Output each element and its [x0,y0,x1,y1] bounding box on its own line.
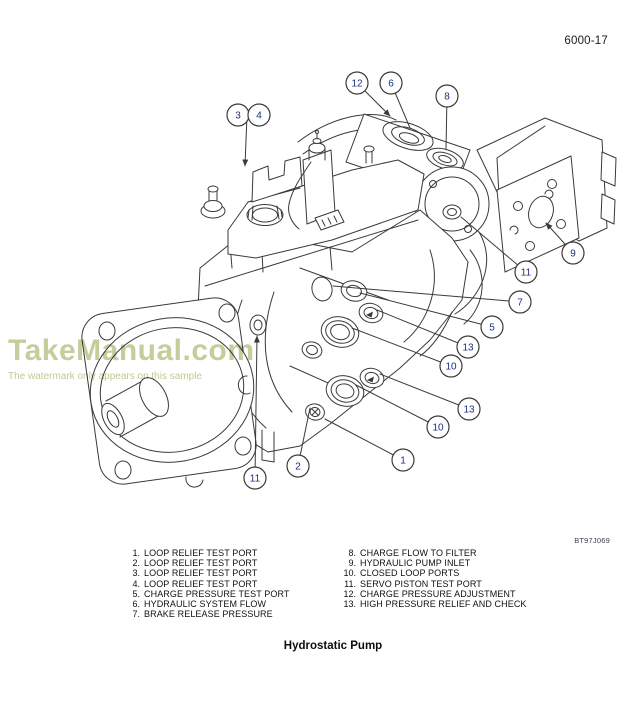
legend-column-left: 1.LOOP RELIEF TEST PORT 2.LOOP RELIEF TE… [118,548,290,619]
legend-item: 13.HIGH PRESSURE RELIEF AND CHECK [343,599,527,610]
legend-item: 8.CHARGE FLOW TO FILTER [348,548,477,558]
callout-13-upper: 13 [456,335,480,359]
svg-text:11: 11 [521,268,532,279]
callout-3: 3 [226,103,250,127]
legend-item: 10.CLOSED LOOP PORTS [343,568,460,579]
page-number: 6000-17 [564,35,608,47]
svg-text:7: 7 [517,298,523,309]
legend-item: 9.HYDRAULIC PUMP INLET [348,558,471,569]
callout-1: 1 [391,448,415,472]
svg-text:10: 10 [445,362,457,373]
legend-item: 5.CHARGE PRESSURE TEST PORT [132,588,290,599]
svg-text:13: 13 [462,343,474,354]
callout-9: 9 [561,241,585,265]
callout-8: 8 [435,84,459,108]
svg-text:3: 3 [235,111,241,122]
legend-item: 12.CHARGE PRESSURE ADJUSTMENT [343,588,516,599]
svg-text:9: 9 [570,249,576,260]
svg-text:2: 2 [295,462,301,473]
callout-12: 12 [345,71,369,95]
callout-4: 4 [247,103,271,127]
legend-item: 2.LOOP RELIEF TEST PORT [132,558,258,569]
callout-11-right: 11 [514,260,538,284]
callout-11-left: 11 [243,466,267,490]
callout-bubbles: 3 4 12 6 8 9 11 7 5 13 10 13 10 1 2 11 [226,71,585,490]
rear-gear-pump-section [476,117,617,273]
governor-cover-and-fittings [200,130,425,259]
legend-column-right: 8.CHARGE FLOW TO FILTER 9.HYDRAULIC PUMP… [334,548,527,609]
svg-text:8: 8 [444,92,450,103]
svg-text:13: 13 [463,405,475,416]
figure-code: BT97J069 [574,536,610,545]
legend-item: 1.LOOP RELIEF TEST PORT [132,548,258,558]
callout-13-lower: 13 [457,397,481,421]
svg-text:12: 12 [351,79,363,90]
callout-2: 2 [286,454,310,478]
callout-6: 6 [379,71,403,95]
svg-text:11: 11 [250,474,261,485]
callout-10-lower: 10 [426,415,450,439]
legend-item: 11.SERVO PISTON TEST PORT [344,578,482,589]
mounting-flange-and-shaft [81,297,257,488]
legend-item: 7.BRAKE RELEASE PRESSURE [132,609,273,620]
closed-loop-ports-cluster [249,276,385,421]
svg-text:10: 10 [432,423,444,434]
legend-item: 6.HYDRAULIC SYSTEM FLOW [132,599,267,610]
legend-item: 4.LOOP RELIEF TEST PORT [132,578,258,589]
svg-text:5: 5 [489,323,495,334]
callout-7: 7 [508,290,532,314]
svg-text:4: 4 [256,111,262,122]
svg-text:1: 1 [400,456,406,467]
svg-text:6: 6 [388,79,394,90]
callout-5: 5 [480,315,504,339]
figure-caption: Hydrostatic Pump [283,640,383,652]
callout-10-upper: 10 [439,354,463,378]
legend-item: 3.LOOP RELIEF TEST PORT [132,568,258,579]
